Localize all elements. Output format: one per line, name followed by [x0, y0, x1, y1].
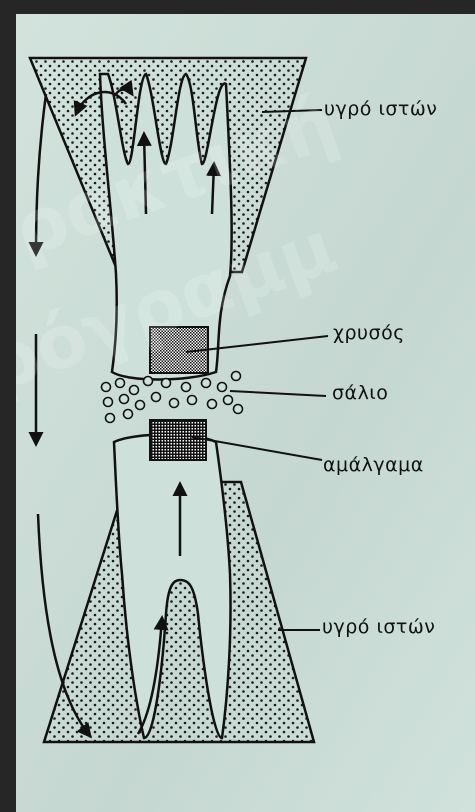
label-saliva: σάλιο [332, 382, 388, 404]
label-lower-tissue-fluid: υγρό ιστών [322, 616, 435, 638]
leader-saliva [230, 391, 326, 396]
arrow-left-down-top [36, 94, 46, 254]
label-gold: χρυσός [333, 322, 405, 344]
diagram-slide: ρακτική ρόγραμμ υγρό ιστών χρυσός σάλιο … [16, 14, 475, 812]
label-upper-tissue-fluid: υγρό ιστών [324, 98, 437, 120]
galvanic-tooth-diagram [16, 14, 475, 812]
label-amalgam: αμάλγαμα [323, 454, 424, 476]
amalgam-filling [150, 420, 206, 460]
